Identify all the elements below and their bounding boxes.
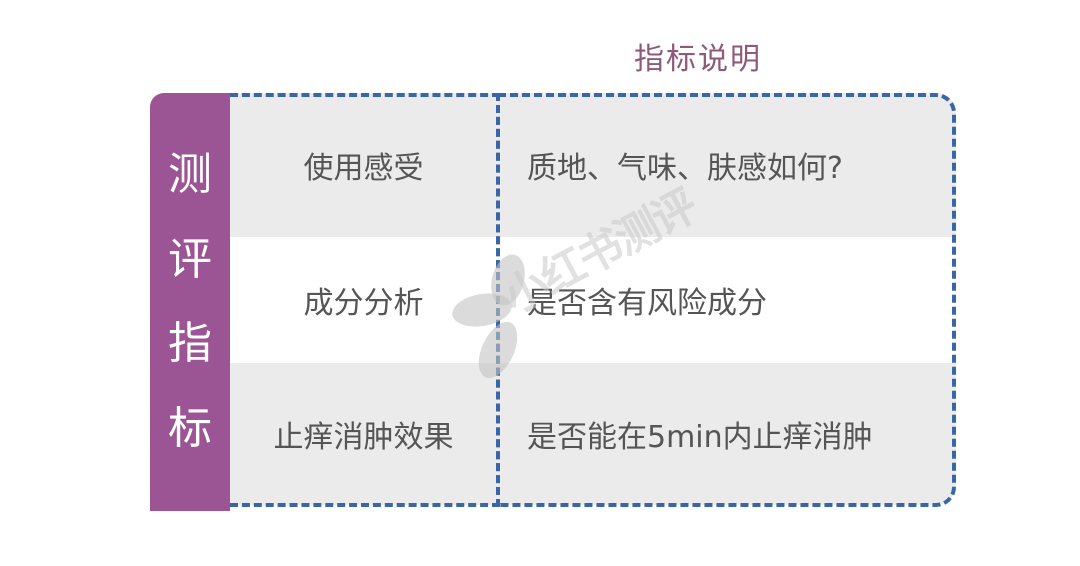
side-label-char: 指 (168, 318, 212, 370)
page-title: 指标说明 (634, 42, 762, 77)
indicator-cell: 使用感受 (303, 151, 424, 186)
side-label-char: 标 (168, 402, 212, 454)
side-label-bar: 测 评 指 标 (150, 93, 230, 511)
side-label-char: 评 (168, 233, 212, 285)
indicator-table: 测 评 指 标 使用感受 质地、气味、肤感如何? 成分分析 是否含有风险成分 止… (150, 93, 956, 511)
indicator-cell: 止痒消肿效果 (273, 420, 454, 455)
description-cell: 质地、气味、肤感如何? (527, 151, 843, 186)
table-row: 成分分析 是否含有风险成分 (230, 237, 956, 363)
table-row: 使用感受 质地、气味、肤感如何? (230, 93, 956, 237)
indicator-cell: 成分分析 (303, 286, 424, 321)
table-row: 止痒消肿效果 是否能在5min内止痒消肿 (230, 363, 956, 505)
side-label-char: 测 (168, 149, 212, 201)
description-cell: 是否能在5min内止痒消肿 (527, 420, 873, 455)
description-cell: 是否含有风险成分 (527, 286, 767, 321)
